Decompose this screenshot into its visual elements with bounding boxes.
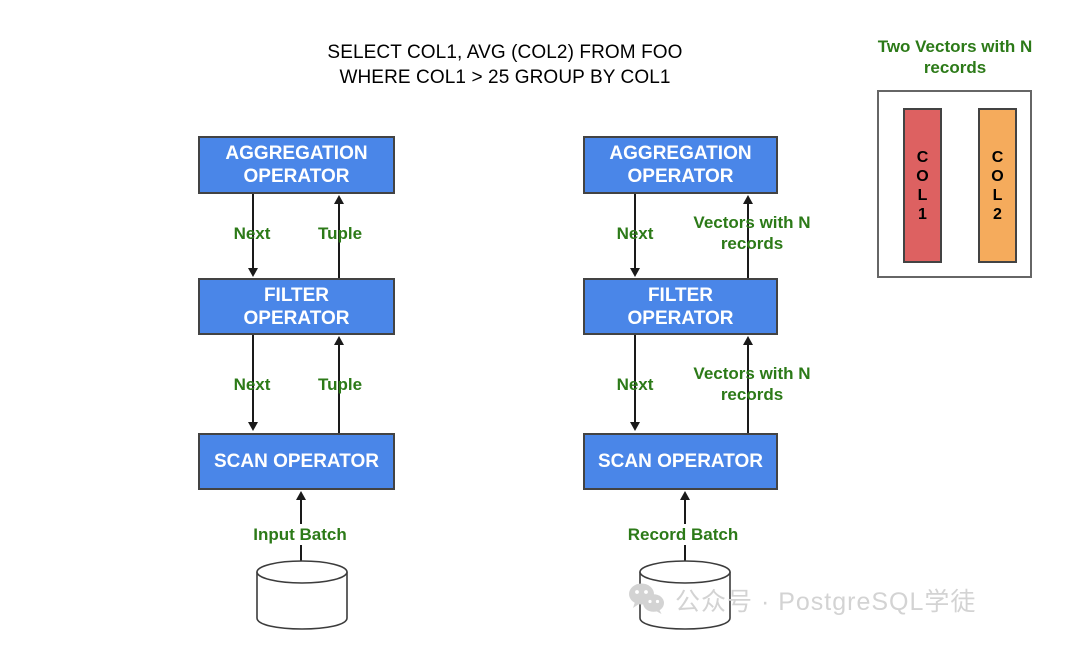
right-database-cylinder: [638, 559, 732, 631]
left-database-cylinder: [255, 559, 349, 631]
right-source-arrowhead: [680, 491, 690, 500]
vector-column-col2: C O L 2: [978, 108, 1017, 263]
left-next-arrowhead-filter-scan: [248, 422, 258, 431]
left-next-line-agg-filter: [252, 194, 254, 269]
left-filter-operator-box: FILTER OPERATOR: [198, 278, 395, 335]
left-tuple-line-scan-filter: [338, 343, 340, 433]
col2-letter-2: L: [992, 186, 1003, 204]
left-edge-label-next-upper: Next: [233, 224, 271, 243]
col1-letter-3: 1: [918, 205, 927, 223]
right-edge-label-vectors-lower: Vectors with N records: [693, 364, 811, 404]
right-vectors-line-scan-filter: [747, 343, 749, 433]
left-tuple-arrowhead-scan-filter: [334, 336, 344, 345]
right-edge-label-next-upper: Next: [616, 224, 654, 243]
vector-panel-caption: Two Vectors with N records: [877, 37, 1033, 77]
right-next-arrowhead-filter-scan: [630, 422, 640, 431]
right-source-label: Record Batch: [618, 524, 748, 545]
right-next-line-agg-filter: [634, 194, 636, 269]
left-edge-label-next-lower: Next: [233, 375, 271, 394]
left-tuple-arrowhead-filter-agg: [334, 195, 344, 204]
sql-query-title: SELECT COL1, AVG (COL2) FROM FOO WHERE C…: [327, 42, 683, 88]
right-next-arrowhead-agg-filter: [630, 268, 640, 277]
right-edge-label-next-lower: Next: [616, 375, 654, 394]
right-edge-label-vectors-upper: Vectors with N records: [693, 213, 811, 253]
col1-letter-1: O: [916, 167, 929, 185]
col1-letter-0: C: [916, 148, 929, 166]
right-filter-operator-box: FILTER OPERATOR: [583, 278, 778, 335]
right-scan-operator-box: SCAN OPERATOR: [583, 433, 778, 490]
left-edge-label-tuple-lower: Tuple: [317, 375, 363, 394]
right-vectors-line-filter-agg: [747, 202, 749, 278]
vector-panel: C O L 1 C O L 2: [877, 90, 1032, 278]
col2-letter-1: O: [991, 167, 1004, 185]
left-source-label: Input Batch: [235, 524, 365, 545]
left-scan-operator-box: SCAN OPERATOR: [198, 433, 395, 490]
right-vectors-arrowhead-scan-filter: [743, 336, 753, 345]
col2-letter-3: 2: [993, 205, 1002, 223]
right-next-line-filter-scan: [634, 335, 636, 423]
left-next-arrowhead-agg-filter: [248, 268, 258, 277]
right-vectors-arrowhead-filter-agg: [743, 195, 753, 204]
left-aggregation-operator-box: AGGREGATION OPERATOR: [198, 136, 395, 194]
left-next-line-filter-scan: [252, 335, 254, 423]
right-aggregation-operator-box: AGGREGATION OPERATOR: [583, 136, 778, 194]
left-tuple-line-filter-agg: [338, 202, 340, 278]
left-source-arrowhead: [296, 491, 306, 500]
left-edge-label-tuple-upper: Tuple: [317, 224, 363, 243]
vector-column-col1: C O L 1: [903, 108, 942, 263]
col2-letter-0: C: [991, 148, 1004, 166]
col1-letter-2: L: [917, 186, 928, 204]
